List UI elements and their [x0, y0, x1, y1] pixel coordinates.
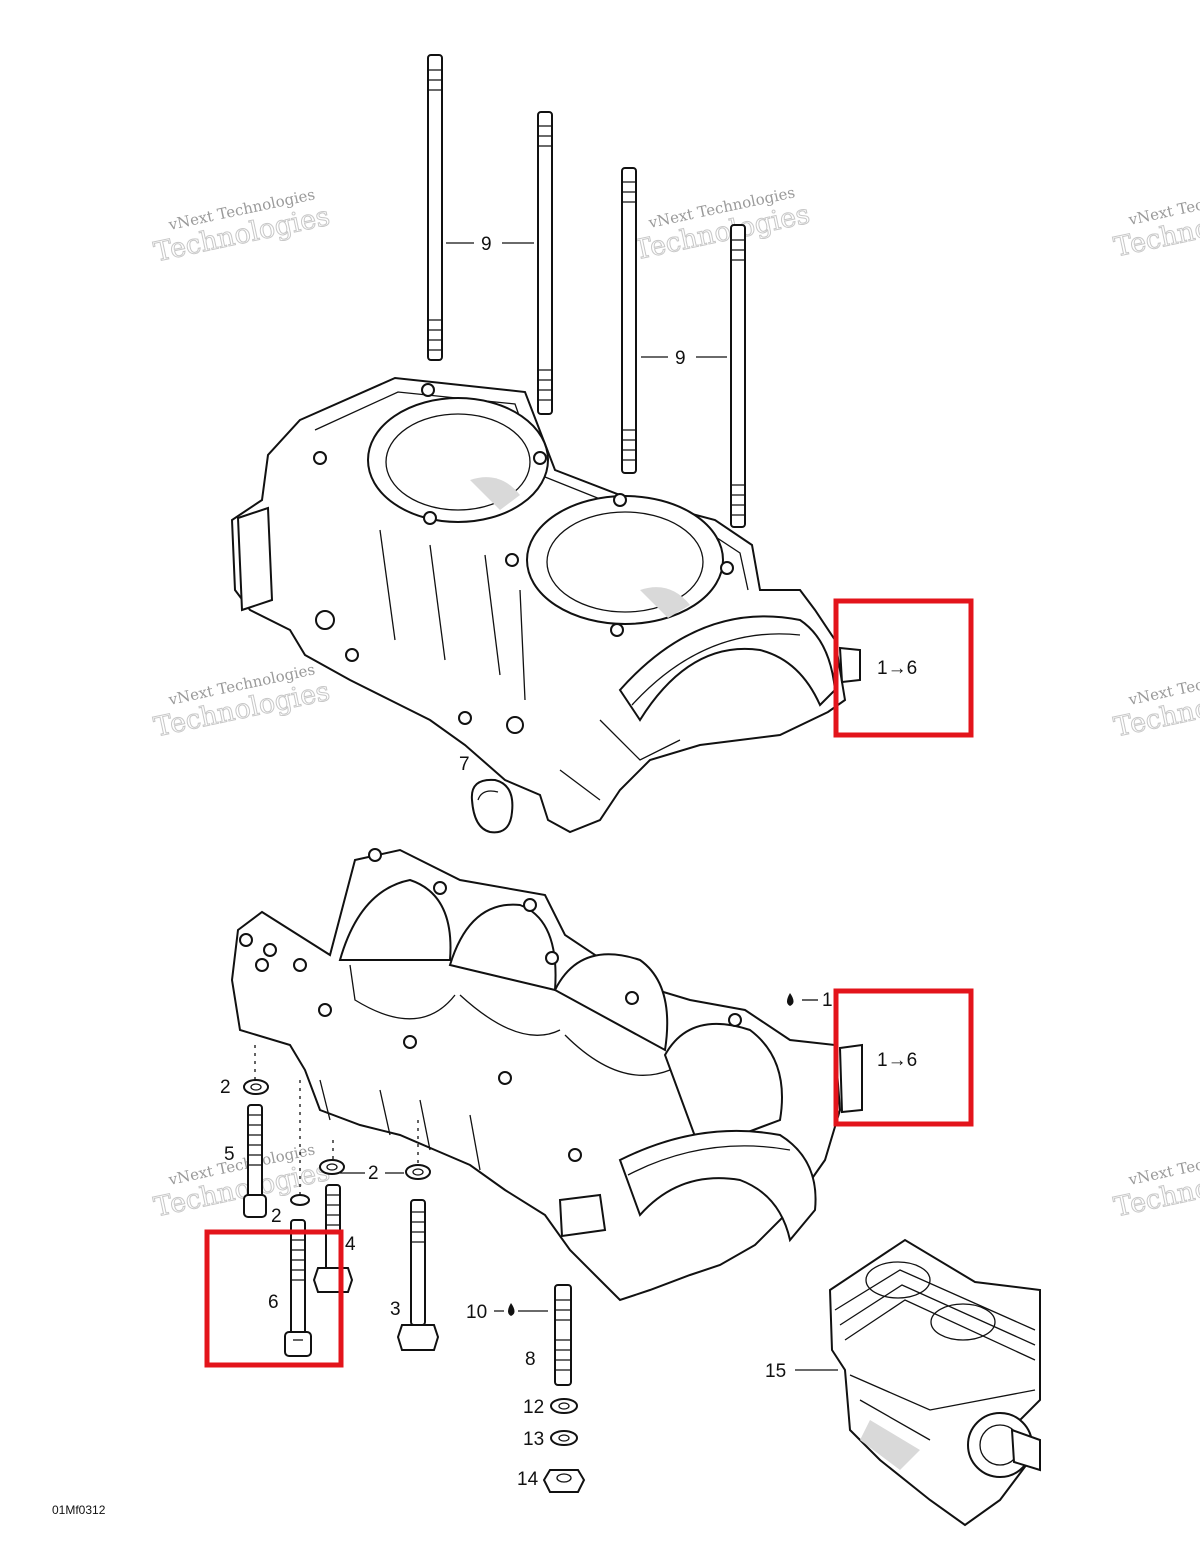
stud-part-8 — [554, 1284, 572, 1386]
callout-6: 6 — [268, 1292, 279, 1313]
callout-9: 9 — [481, 234, 492, 255]
plug-part-7 — [470, 778, 514, 834]
bolt-part-3 — [396, 1199, 440, 1351]
nut-part-14 — [542, 1469, 586, 1493]
watermark: vNext Technologies Technologies — [151, 1140, 333, 1224]
callout-13: 13 — [523, 1429, 544, 1450]
callout-14: 14 — [517, 1469, 539, 1490]
range-label-lower: 1→6 — [877, 1050, 917, 1071]
callout-2: 2 — [220, 1077, 231, 1098]
range-label-upper: 1→6 — [877, 658, 917, 679]
callout-2: 2 — [271, 1206, 282, 1227]
washer-part-12 — [550, 1398, 578, 1414]
washer-part-13 — [550, 1430, 578, 1446]
washer-part-2 — [243, 1079, 269, 1095]
lower-crankcase — [230, 848, 863, 1302]
watermark: vNext Technologies Technologies — [151, 660, 333, 744]
watermark: vNext Technologies Technologies — [1111, 660, 1200, 744]
highlight-box-upper — [833, 598, 974, 738]
stud-group-9 — [427, 54, 746, 528]
washer-part-2-small — [290, 1194, 310, 1206]
callout-4: 4 — [345, 1234, 356, 1255]
engine-part-15 — [795, 1238, 1041, 1527]
watermark: vNext Technologies Technologies — [1111, 180, 1200, 264]
callout-9: 9 — [675, 348, 686, 369]
watermark: vNext Technologies Technologies — [631, 183, 813, 267]
screw-part-6 — [284, 1219, 312, 1357]
callout-15: 15 — [765, 1361, 786, 1382]
leader-lines — [340, 993, 818, 1316]
stud — [621, 167, 637, 474]
callout-5: 5 — [224, 1144, 235, 1165]
callout-labels: 9 9 7 1 2 5 2 2 4 6 3 10 8 15 12 13 14 — [220, 234, 833, 1490]
highlight-boxes: 1→6 1→6 — [204, 598, 974, 1368]
highlight-box-part-6 — [204, 1229, 344, 1368]
callout-7: 7 — [459, 754, 470, 775]
watermark: vNext Technologies Technologies — [151, 185, 333, 269]
watermark: vNext Technologies Technologies — [1111, 1140, 1200, 1224]
stud — [730, 224, 746, 528]
callout-2: 2 — [368, 1163, 379, 1184]
callout-10: 10 — [466, 1302, 487, 1323]
figure-code: 01Mf0312 — [52, 1503, 106, 1517]
highlight-box-lower — [833, 988, 974, 1127]
oil-drop-icon — [508, 1303, 515, 1316]
screw-part-5 — [243, 1104, 267, 1218]
callout-1: 1 — [822, 990, 833, 1011]
stud — [427, 54, 443, 361]
stud — [537, 111, 553, 415]
oil-drop-icon — [787, 993, 794, 1006]
callout-3: 3 — [390, 1299, 401, 1320]
callout-12: 12 — [523, 1397, 544, 1418]
callout-8: 8 — [525, 1349, 536, 1370]
washer-part-2-middle — [319, 1159, 431, 1180]
upper-crankcase — [230, 376, 861, 834]
